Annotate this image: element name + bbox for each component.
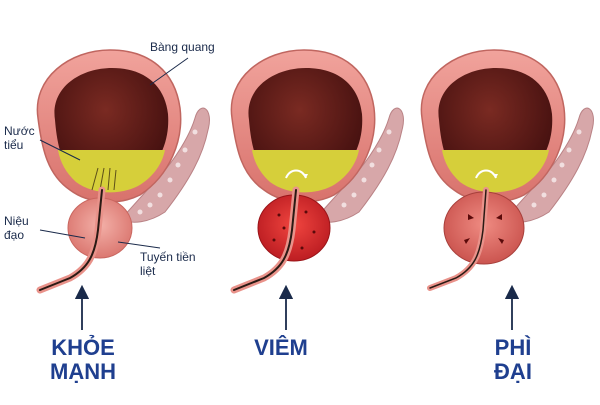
organ-inflamed <box>230 49 404 330</box>
caption-healthy-line1: KHỎE <box>51 335 115 360</box>
caption-healthy: KHỎE MẠNH <box>28 336 138 384</box>
label-bladder: Bàng quang <box>150 40 215 54</box>
label-prostate: Tuyến tiền liệt <box>140 250 196 278</box>
urine <box>58 150 165 193</box>
label-urine: Nước tiểu <box>4 124 35 152</box>
caption-inflamed-line1: VIÊM <box>254 335 308 360</box>
seminal-vesicle <box>121 107 210 223</box>
label-urethra: Niệu đạo <box>4 214 29 242</box>
organ-enlarged <box>420 49 594 330</box>
caption-enlarged-line1: PHÌ <box>494 335 532 360</box>
caption-healthy-line2: MẠNH <box>50 359 116 384</box>
caption-inflamed: VIÊM <box>226 336 336 360</box>
caption-enlarged-line2: ĐẠI <box>494 359 532 384</box>
caption-enlarged: PHÌ ĐẠI <box>458 336 568 384</box>
organ-healthy <box>36 49 210 330</box>
